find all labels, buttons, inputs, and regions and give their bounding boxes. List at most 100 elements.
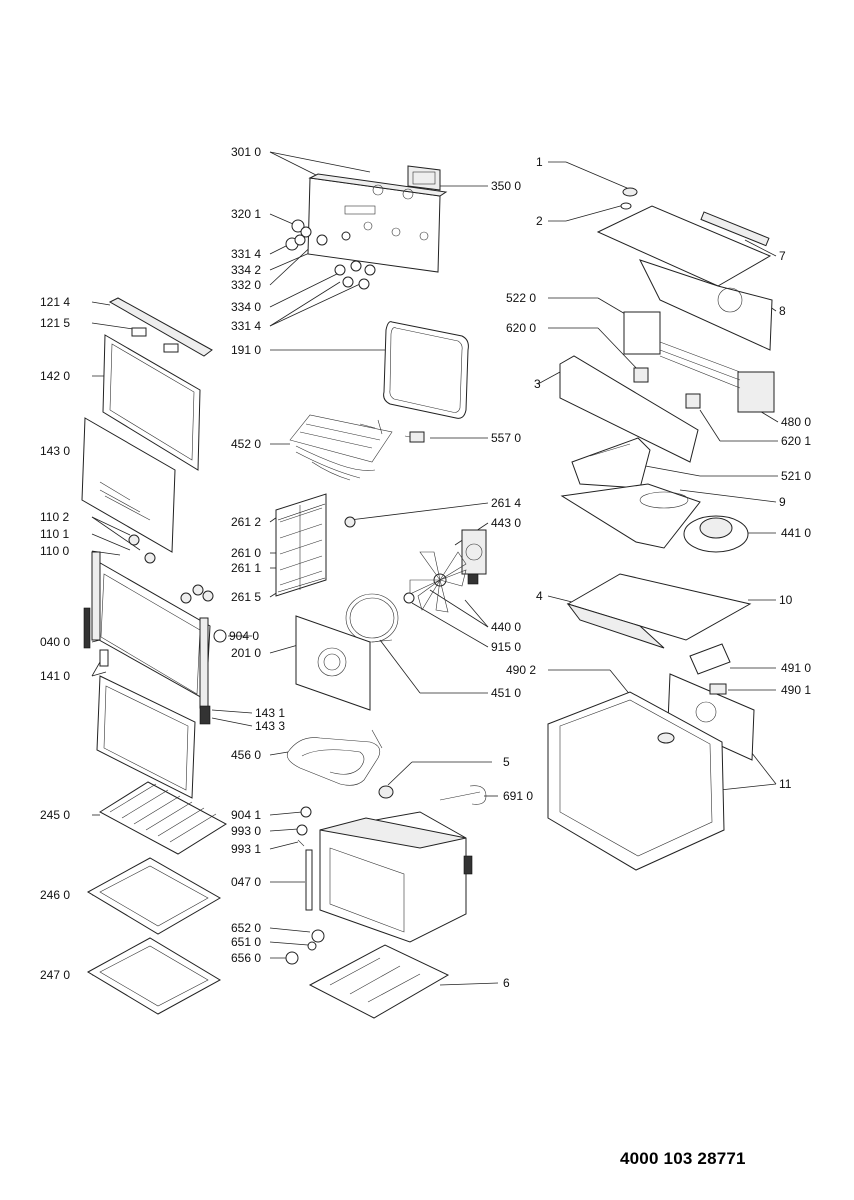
label-490-2: 490 2 [506,663,536,677]
label-121-5: 121 5 [40,316,70,330]
label-110-2: 110 2 [40,510,69,524]
oven-door-gasket [383,321,469,419]
door-glass-pads [128,534,214,604]
label-993-1: 993 1 [231,842,261,856]
label-247-0: 247 0 [40,968,70,982]
label-904-1: 904 1 [231,808,261,822]
label-440-0: 440 0 [491,620,521,634]
baking-tray-shallow [86,857,222,935]
part-labels: 301 0 350 0 320 1 331 4 334 2 332 0 334 … [40,145,811,990]
door-lock-hook [439,785,487,805]
label-143-3: 143 3 [255,719,285,733]
document-number: 4000 103 28771 [620,1149,746,1168]
label-11: 11 [779,777,792,791]
label-522-0: 522 0 [506,291,536,305]
label-261-2: 261 2 [231,515,261,529]
outer-door-glass [102,334,201,471]
label-110-0: 110 0 [40,544,69,558]
label-142-0: 142 0 [40,369,70,383]
label-557-0: 557 0 [491,431,521,445]
shelf-support-clip [344,516,356,528]
door-handle-screw [213,629,227,643]
label-261-0: 261 0 [231,546,261,560]
label-143-1: 143 1 [255,706,285,720]
label-620-0: 620 0 [506,321,536,335]
label-1: 1 [536,155,543,169]
label-246-0: 246 0 [40,888,70,902]
label-261-5: 261 5 [231,590,261,604]
bottom-heating-element [286,729,383,786]
label-110-1: 110 1 [40,527,69,541]
label-332-0: 332 0 [231,278,261,292]
label-2: 2 [536,214,543,228]
door-frame [91,551,211,709]
control-panel-fascia [307,173,448,273]
cavity-small-parts [285,806,325,965]
baking-tray-deep [86,937,222,1015]
circular-heating-element [345,593,399,643]
grill-element [289,414,393,481]
label-491-0: 491 0 [781,661,811,675]
convection-fan-blade [409,551,467,613]
top-knob-part [378,785,394,799]
door-hinge-brackets [131,327,179,353]
label-10: 10 [779,593,793,607]
label-331-4-a: 331 4 [231,247,261,261]
label-5: 5 [503,755,510,769]
control-knobs [285,219,376,290]
label-143-0: 143 0 [40,444,70,458]
label-443-0: 443 0 [491,516,521,530]
rear-bracket [559,355,699,463]
label-4: 4 [536,589,543,603]
label-7: 7 [779,249,786,263]
door-hinge [83,607,109,667]
label-441-0: 441 0 [781,526,811,540]
label-320-1: 320 1 [231,207,261,221]
leader-lines [91,151,779,986]
label-8: 8 [779,304,786,318]
air-deflector [566,573,752,649]
door-top-profile [108,297,213,357]
label-480-0: 480 0 [781,415,811,429]
fan-nut [403,592,415,604]
wire-shelf [99,781,227,855]
outer-casing [547,691,725,871]
label-9: 9 [779,495,786,509]
cooling-fan [683,515,749,553]
label-993-0: 993 0 [231,824,261,838]
cavity-bottom-panel [308,944,450,1019]
label-350-0: 350 0 [491,179,521,193]
convection-fan-motor [461,529,487,585]
label-301-0: 301 0 [231,145,261,159]
control-boards [623,311,775,413]
label-331-4-b: 331 4 [231,319,261,333]
rear-fan-cover [295,615,371,711]
label-452-0: 452 0 [231,437,261,451]
label-915-0: 915 0 [491,640,521,654]
label-3: 3 [534,377,541,391]
fan-duct-plate [560,483,701,549]
control-board-housing [571,437,651,489]
label-456-0: 456 0 [231,748,261,762]
label-490-1: 490 1 [781,683,811,697]
thermostat-sensor [404,431,425,443]
label-651-0: 651 0 [231,935,261,949]
rear-electronics-panel [667,673,755,761]
label-656-0: 656 0 [231,951,261,965]
label-652-0: 652 0 [231,921,261,935]
terminal-block [689,643,731,675]
door-hinge-right [199,705,211,725]
top-cover-plate [596,205,773,351]
label-121-4: 121 4 [40,295,70,309]
label-201-0: 201 0 [231,646,261,660]
inner-door-glass [81,417,176,553]
label-047-0: 047 0 [231,875,261,889]
side-shelf-runners [275,493,327,597]
display-module [407,165,441,191]
label-691-0: 691 0 [503,789,533,803]
label-245-0: 245 0 [40,808,70,822]
label-451-0: 451 0 [491,686,521,700]
label-904-0: 904 0 [229,629,259,643]
label-334-0: 334 0 [231,300,261,314]
label-6: 6 [503,976,510,990]
